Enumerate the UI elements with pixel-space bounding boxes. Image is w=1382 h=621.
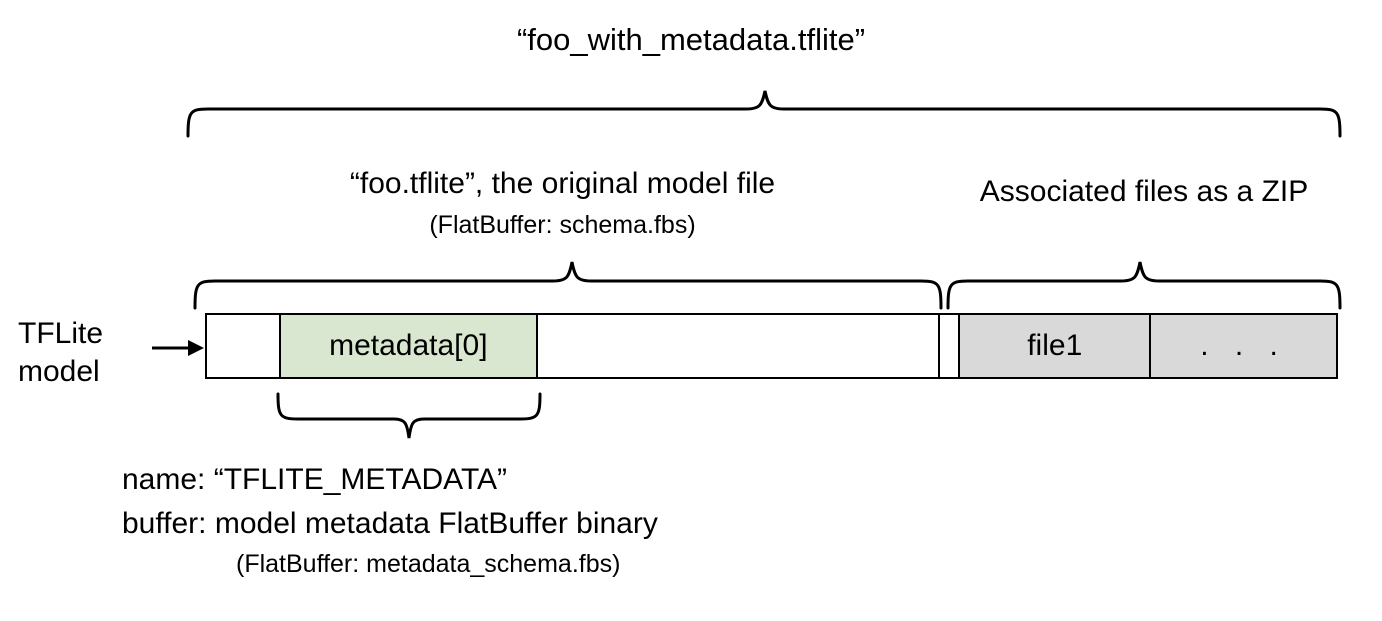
bar-cell-metadata: metadata[0] — [278, 315, 538, 377]
section-label-associated-files: Associated files as a ZIP — [979, 175, 1309, 208]
brace-original-model — [193, 258, 943, 310]
page-title: “foo_with_metadata.tflite” — [516, 22, 866, 57]
brace-associated-files — [946, 258, 1342, 310]
section-sublabel-original-model: (FlatBuffer: schema.fbs) — [429, 211, 696, 239]
metadata-note-name: name: “TFLITE_METADATA” — [122, 463, 508, 496]
curly-brace-icon — [946, 261, 1342, 310]
brace-top — [186, 88, 1342, 138]
bar-cell-gap — [940, 315, 959, 377]
left-caption-tflite-model: TFLite model — [18, 317, 104, 389]
arrow-svg — [152, 340, 204, 356]
curly-brace-icon — [186, 90, 1342, 138]
bar-cell-more-files: . . . — [1151, 315, 1336, 377]
model-layout-bar: metadata[0] file1 . . . — [205, 313, 1338, 379]
right-arrow-icon — [150, 335, 206, 361]
metadata-note-buffer: buffer: model metadata FlatBuffer binary — [122, 507, 658, 540]
curly-brace-icon — [193, 261, 943, 310]
metadata-note-schema: (FlatBuffer: metadata_schema.fbs) — [236, 550, 621, 578]
curly-brace-down-icon — [276, 392, 542, 439]
bar-cell-model-body — [537, 315, 939, 377]
bar-divider-model-zip — [938, 315, 941, 377]
brace-metadata-detail — [276, 392, 542, 442]
bar-cell-file1: file1 — [958, 315, 1152, 377]
section-label-original-model: “foo.tflite”, the original model file — [349, 167, 776, 200]
bar-cell-leading-blank — [207, 315, 279, 377]
